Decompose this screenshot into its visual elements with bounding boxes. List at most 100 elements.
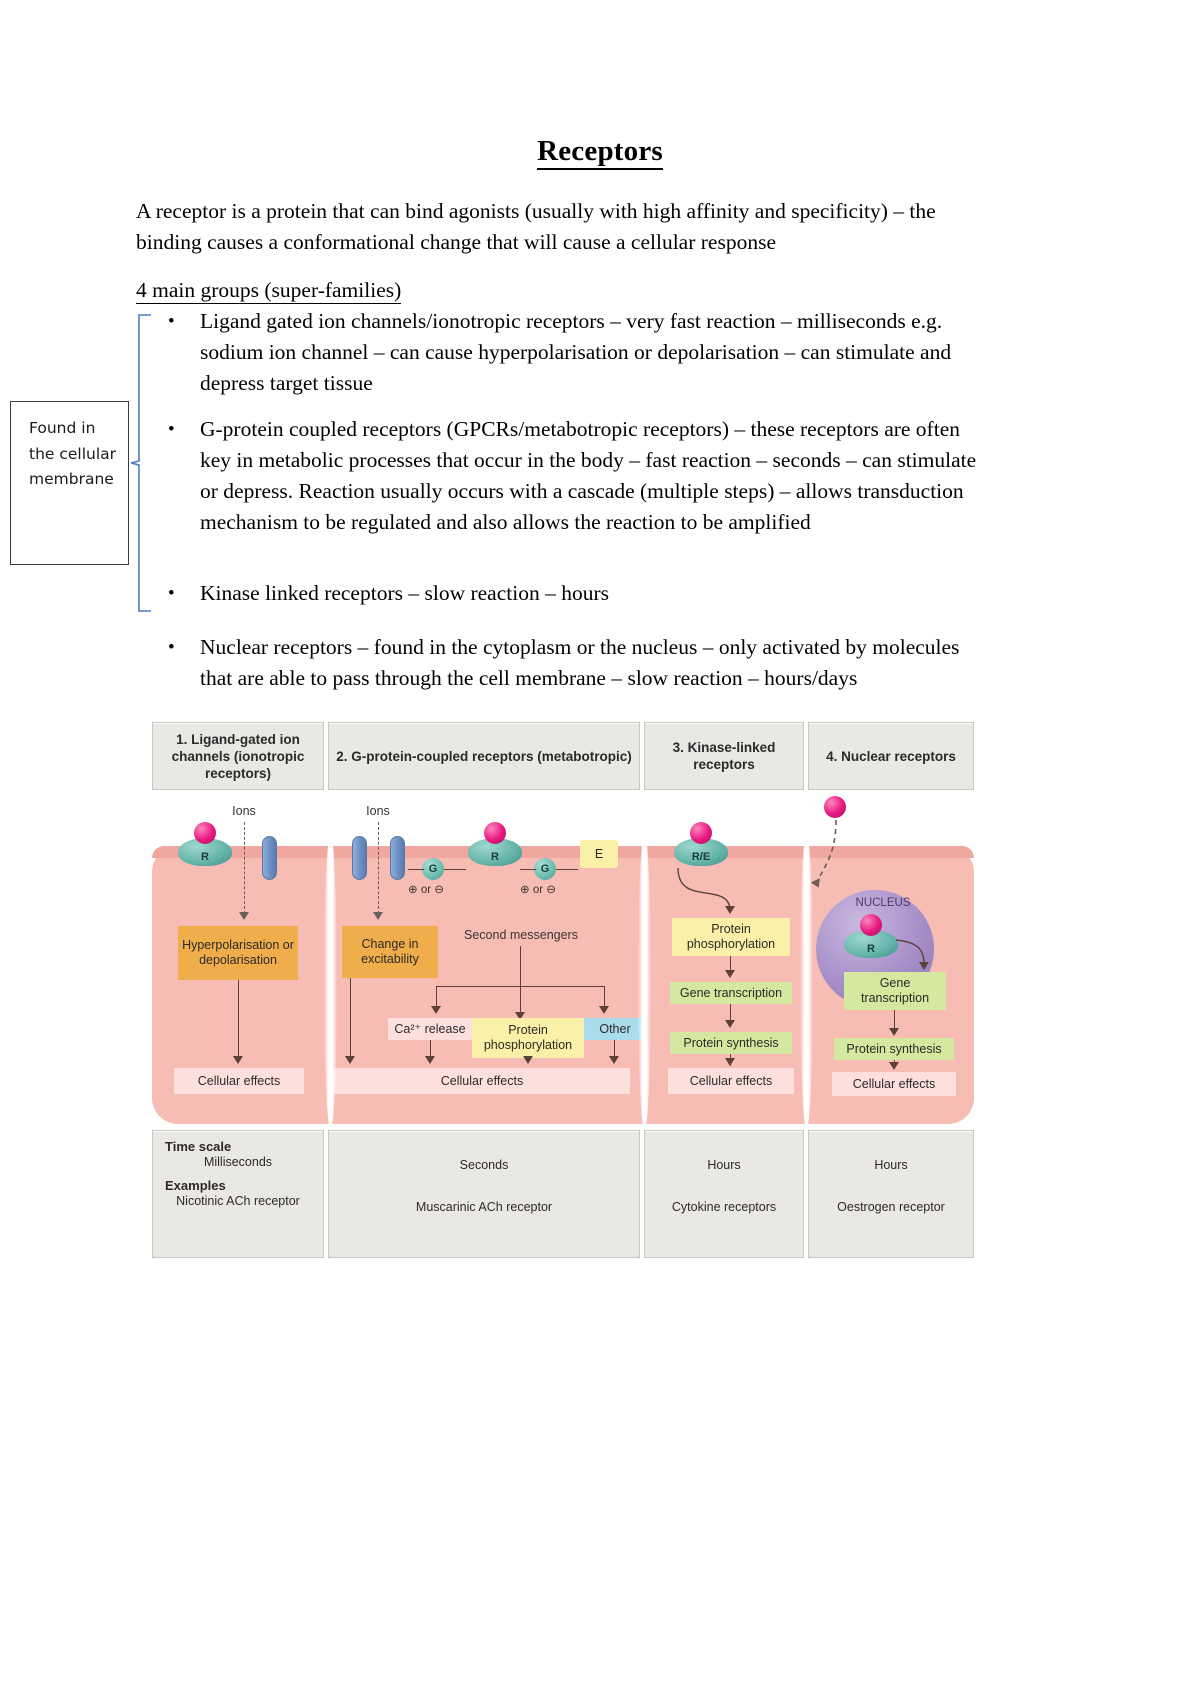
protein-synthesis-box-col4: Protein synthesis xyxy=(834,1038,954,1060)
protein-phosphorylation-box-col2: Protein phosphorylation xyxy=(472,1018,584,1058)
ion-channel-a-col2 xyxy=(352,836,367,880)
synthesis-arrowhead-col4 xyxy=(889,1062,899,1070)
receptor-label-col1: R xyxy=(201,851,209,863)
ion-flow-dashed-line-col2 xyxy=(378,822,379,914)
annotation-textbox: Found in the cellular membrane xyxy=(10,401,129,565)
list-item-text: Kinase linked receptors – slow reaction … xyxy=(200,581,609,605)
distribution-arrow-left-col2 xyxy=(431,1006,441,1014)
table-cell-col2: Seconds Muscarinic ACh receptor xyxy=(328,1130,640,1258)
time-scale-value-col2: Seconds xyxy=(459,1158,509,1172)
transcription-to-synthesis-col4 xyxy=(894,1010,895,1032)
ion-channel-col1 xyxy=(262,836,277,880)
bullet-marker: • xyxy=(168,637,175,658)
bullet-marker: • xyxy=(168,311,175,332)
g-protein-b-col2: G xyxy=(534,858,556,880)
bracket-connector xyxy=(130,313,153,613)
transcription-arrowhead-col3 xyxy=(725,1020,735,1028)
sign-label-a-col2: ⊕ or ⊖ xyxy=(408,884,444,896)
bullet-marker: • xyxy=(168,419,175,440)
receptor-label-col2: R xyxy=(491,851,499,863)
ion-flow-dashed-line-col1 xyxy=(244,822,245,914)
distribution-bar-col2 xyxy=(436,986,604,987)
nuclear-curve-arrowhead-col4 xyxy=(919,962,929,970)
g-link-far-col2 xyxy=(556,869,578,870)
nucleus-label-col4: NUCLEUS xyxy=(855,897,911,909)
second-messengers-label-col2: Second messengers xyxy=(464,928,578,942)
effector-box-col2: E xyxy=(580,840,618,868)
kinase-curve-col3 xyxy=(677,867,731,909)
intro-paragraph: A receptor is a protein that can bind ag… xyxy=(136,199,936,254)
kinase-curve-arrowhead-col3 xyxy=(725,906,735,914)
gene-transcription-box-col4: Gene transcription xyxy=(844,972,946,1010)
g-link-left-col2 xyxy=(408,869,424,870)
receptor-label-col3: R/E xyxy=(691,851,711,863)
protein-phosphorylation-box-col3: Protein phosphorylation xyxy=(672,918,790,956)
ca-connector-col2 xyxy=(430,1040,431,1058)
ca-release-box-col2: Ca²⁺ release xyxy=(388,1018,472,1040)
cellular-effects-col3: Cellular effects xyxy=(668,1068,794,1094)
column-separator-2 xyxy=(638,834,651,1129)
column-separator-1 xyxy=(324,834,337,1129)
list-item: • Nuclear receptors – found in the cytop… xyxy=(168,632,983,694)
time-scale-value-col3: Hours xyxy=(707,1158,741,1172)
figure-header-kinase-linked: 3. Kinase-linked receptors xyxy=(644,722,804,790)
ligand-sphere-col1 xyxy=(194,822,216,844)
effect-box-col1: Hyperpolarisation or depolarisation xyxy=(178,926,298,980)
excitability-arrowhead-col2 xyxy=(345,1056,355,1064)
phos-arrowhead-col3 xyxy=(725,970,735,978)
cellular-effects-col1: Cellular effects xyxy=(174,1068,304,1094)
cellular-effects-col2: Cellular effects xyxy=(334,1068,630,1094)
g-protein-a-col2: G xyxy=(422,858,444,880)
phos-to-transcription-col3 xyxy=(730,956,731,972)
time-scale-value-col4: Hours xyxy=(874,1158,908,1172)
cellular-effects-col4: Cellular effects xyxy=(832,1072,956,1096)
page-title-text: Receptors xyxy=(537,135,663,170)
transcription-arrowhead-col4 xyxy=(889,1028,899,1036)
transcription-to-synthesis-col3 xyxy=(730,1004,731,1022)
figure-header-nuclear: 4. Nuclear receptors xyxy=(808,722,974,790)
bullet-marker: • xyxy=(168,583,175,604)
receptor-families-figure: 1. Ligand-gated ion channels (ionotropic… xyxy=(152,722,974,1262)
cell-membrane-area: Ions R Hyperpolarisation or depolarisati… xyxy=(152,794,974,1129)
excitability-connector-col2 xyxy=(350,978,351,1058)
list-item: • Ligand gated ion channels/ionotropic r… xyxy=(168,306,983,399)
g-link-right-col2 xyxy=(520,869,536,870)
table-cell-col4: Hours Oestrogen receptor xyxy=(808,1130,974,1258)
subheading: 4 main groups (super-families) xyxy=(136,278,402,304)
ligand-entry-path-col4 xyxy=(817,819,837,881)
second-messengers-connector-col2 xyxy=(520,946,521,1014)
other-connector-col2 xyxy=(614,1040,615,1058)
table-cell-col3: Hours Cytokine receptors xyxy=(644,1130,804,1258)
page-title: Receptors xyxy=(0,135,1200,170)
ion-flow-arrowhead-col1 xyxy=(239,912,249,920)
time-scale-value-col1: Milliseconds xyxy=(203,1155,273,1169)
example-value-col2: Muscarinic ACh receptor xyxy=(415,1200,553,1214)
ion-channel-b-col2 xyxy=(390,836,405,880)
example-value-col3: Cytokine receptors xyxy=(671,1200,777,1214)
change-excitability-box-col2: Change in excitability xyxy=(342,926,438,978)
time-scale-row-label: Time scale xyxy=(165,1139,232,1154)
ligand-sphere-col2 xyxy=(484,822,506,844)
ions-label-col2: Ions xyxy=(366,804,390,818)
column-separator-3 xyxy=(800,834,813,1129)
figure-header-ligand-gated: 1. Ligand-gated ion channels (ionotropic… xyxy=(152,722,324,790)
other-box-col2: Other xyxy=(584,1018,646,1040)
sign-label-b-col2: ⊕ or ⊖ xyxy=(520,884,556,896)
connector-col1 xyxy=(238,980,239,1058)
nuclear-curve-col4 xyxy=(895,939,925,965)
connector-arrowhead-col1 xyxy=(233,1056,243,1064)
list-item-text: G-protein coupled receptors (GPCRs/metab… xyxy=(200,417,977,534)
figure-header-row: 1. Ligand-gated ion channels (ionotropic… xyxy=(152,722,974,790)
example-value-col4: Oestrogen receptor xyxy=(837,1200,945,1214)
ions-label-col1: Ions xyxy=(232,804,256,818)
ca-arrowhead-col2 xyxy=(425,1056,435,1064)
ion-flow-arrowhead-col2 xyxy=(373,912,383,920)
list-item-text: Ligand gated ion channels/ionotropic rec… xyxy=(200,309,952,395)
phos-arrowhead-col2 xyxy=(523,1056,533,1064)
synthesis-arrowhead-col3 xyxy=(725,1058,735,1066)
distribution-right-col2 xyxy=(604,986,605,1008)
subheading-text: 4 main groups (super-families) xyxy=(136,278,402,304)
distribution-left-col2 xyxy=(436,986,437,1008)
ligand-bound-col4 xyxy=(860,914,882,936)
